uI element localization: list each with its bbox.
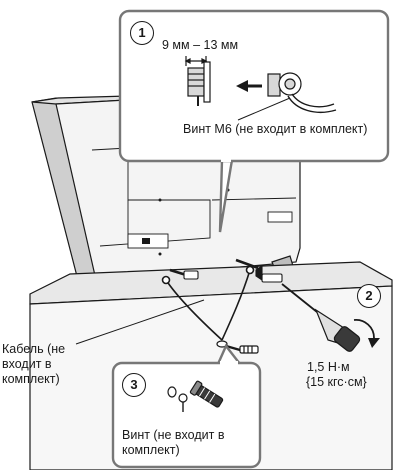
screw-left xyxy=(169,268,199,280)
callout-3-screw-drawing xyxy=(167,380,224,412)
step-1-badge: 1 xyxy=(130,21,154,45)
torque-alt-label: {15 кгс·см} xyxy=(306,375,367,389)
screw-m6-label: Винт М6 (не входит в комплект) xyxy=(183,122,368,136)
screw-right xyxy=(235,258,283,283)
callout-1-screw-drawing xyxy=(184,56,337,114)
rotation-arrow-icon xyxy=(353,319,380,348)
wall-anchor xyxy=(216,340,259,354)
safety-cable xyxy=(161,265,255,341)
leader-lines xyxy=(75,97,291,345)
callout-3-frame xyxy=(111,343,262,469)
screw-label: Винт (не входит в комплект) xyxy=(122,428,225,457)
screwdriver-icon xyxy=(281,283,361,352)
step-3-badge: 3 xyxy=(122,373,146,397)
cable-label: Кабель (не входит в комплект) xyxy=(2,342,66,386)
dimension-label: 9 мм – 13 мм xyxy=(162,38,239,52)
torque-label: 1,5 Н·м xyxy=(307,360,350,374)
step-2-badge: 2 xyxy=(357,284,381,308)
